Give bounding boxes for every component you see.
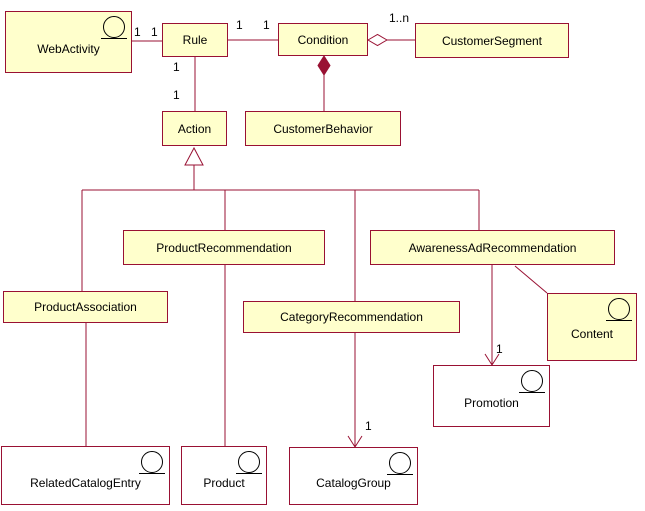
entity-icon xyxy=(519,370,545,394)
class-box-action: Action xyxy=(162,111,227,146)
multiplicity-label: 1 xyxy=(173,60,180,74)
class-box-customerbehavior: CustomerBehavior xyxy=(245,111,401,146)
class-name: CategoryRecommendation xyxy=(280,310,423,324)
multiplicity-label: 1 xyxy=(173,88,180,102)
class-name: CustomerSegment xyxy=(441,33,543,48)
class-box-cataloggroup: CatalogGroup xyxy=(289,447,418,505)
multiplicity-label: 1 xyxy=(263,18,270,32)
class-name: AwarenessAdRecommendation xyxy=(408,240,577,255)
class-box-promotion: Promotion xyxy=(433,365,550,427)
multiplicity-label: 1 xyxy=(365,419,372,433)
entity-icon xyxy=(236,451,262,475)
class-name: Content xyxy=(570,327,614,341)
class-name: CustomerBehavior xyxy=(273,121,373,136)
class-name: Action xyxy=(177,121,212,136)
class-box-customersegment: CustomerSegment xyxy=(415,23,569,58)
aggregation-condition-customersegment xyxy=(367,33,415,47)
class-name: Promotion xyxy=(464,396,519,410)
association-awarenessad-content xyxy=(514,265,548,294)
class-name: Rule xyxy=(182,33,208,47)
filled-diamond-icon xyxy=(317,55,331,76)
generalization-triangle-icon xyxy=(184,146,204,166)
class-name: ProductRecommendation xyxy=(156,240,292,255)
hollow-diamond-icon xyxy=(367,33,388,47)
multiplicity-label: 1 xyxy=(134,25,141,39)
class-box-condition: Condition xyxy=(278,23,368,56)
class-name: Product xyxy=(203,475,245,490)
multiplicity-label: 1 xyxy=(236,18,243,32)
composition-condition-customerbehavior xyxy=(317,55,331,111)
class-box-productassociation: ProductAssociation xyxy=(3,291,168,323)
class-name: CatalogGroup xyxy=(316,476,391,490)
class-box-productrecommendation: ProductRecommendation xyxy=(123,230,325,265)
class-box-awarenessadrecommendation: AwarenessAdRecommendation xyxy=(370,230,615,265)
multiplicity-label: 1 xyxy=(151,25,158,39)
class-box-categoryrecommendation: CategoryRecommendation xyxy=(243,301,460,333)
entity-icon xyxy=(101,16,127,40)
class-box-webactivity: WebActivity xyxy=(5,11,132,73)
directed-association-categoryrecommendation-cataloggroup xyxy=(347,333,363,448)
multiplicity-label: 1 xyxy=(496,342,503,356)
class-box-rule: Rule xyxy=(162,23,228,57)
entity-icon xyxy=(606,298,632,322)
class-name: ProductAssociation xyxy=(34,300,137,314)
class-name: RelatedCatalogEntry xyxy=(30,475,141,490)
class-name: WebActivity xyxy=(37,42,100,56)
class-box-content: Content xyxy=(547,293,637,361)
class-name: Condition xyxy=(297,32,349,47)
entity-icon xyxy=(387,452,413,476)
class-box-product: Product xyxy=(181,446,267,505)
entity-icon xyxy=(139,451,165,475)
class-box-relatedcatalogentry: RelatedCatalogEntry xyxy=(1,446,170,505)
generalization-tree-action xyxy=(81,146,480,301)
multiplicity-label: 1..n xyxy=(389,11,410,25)
